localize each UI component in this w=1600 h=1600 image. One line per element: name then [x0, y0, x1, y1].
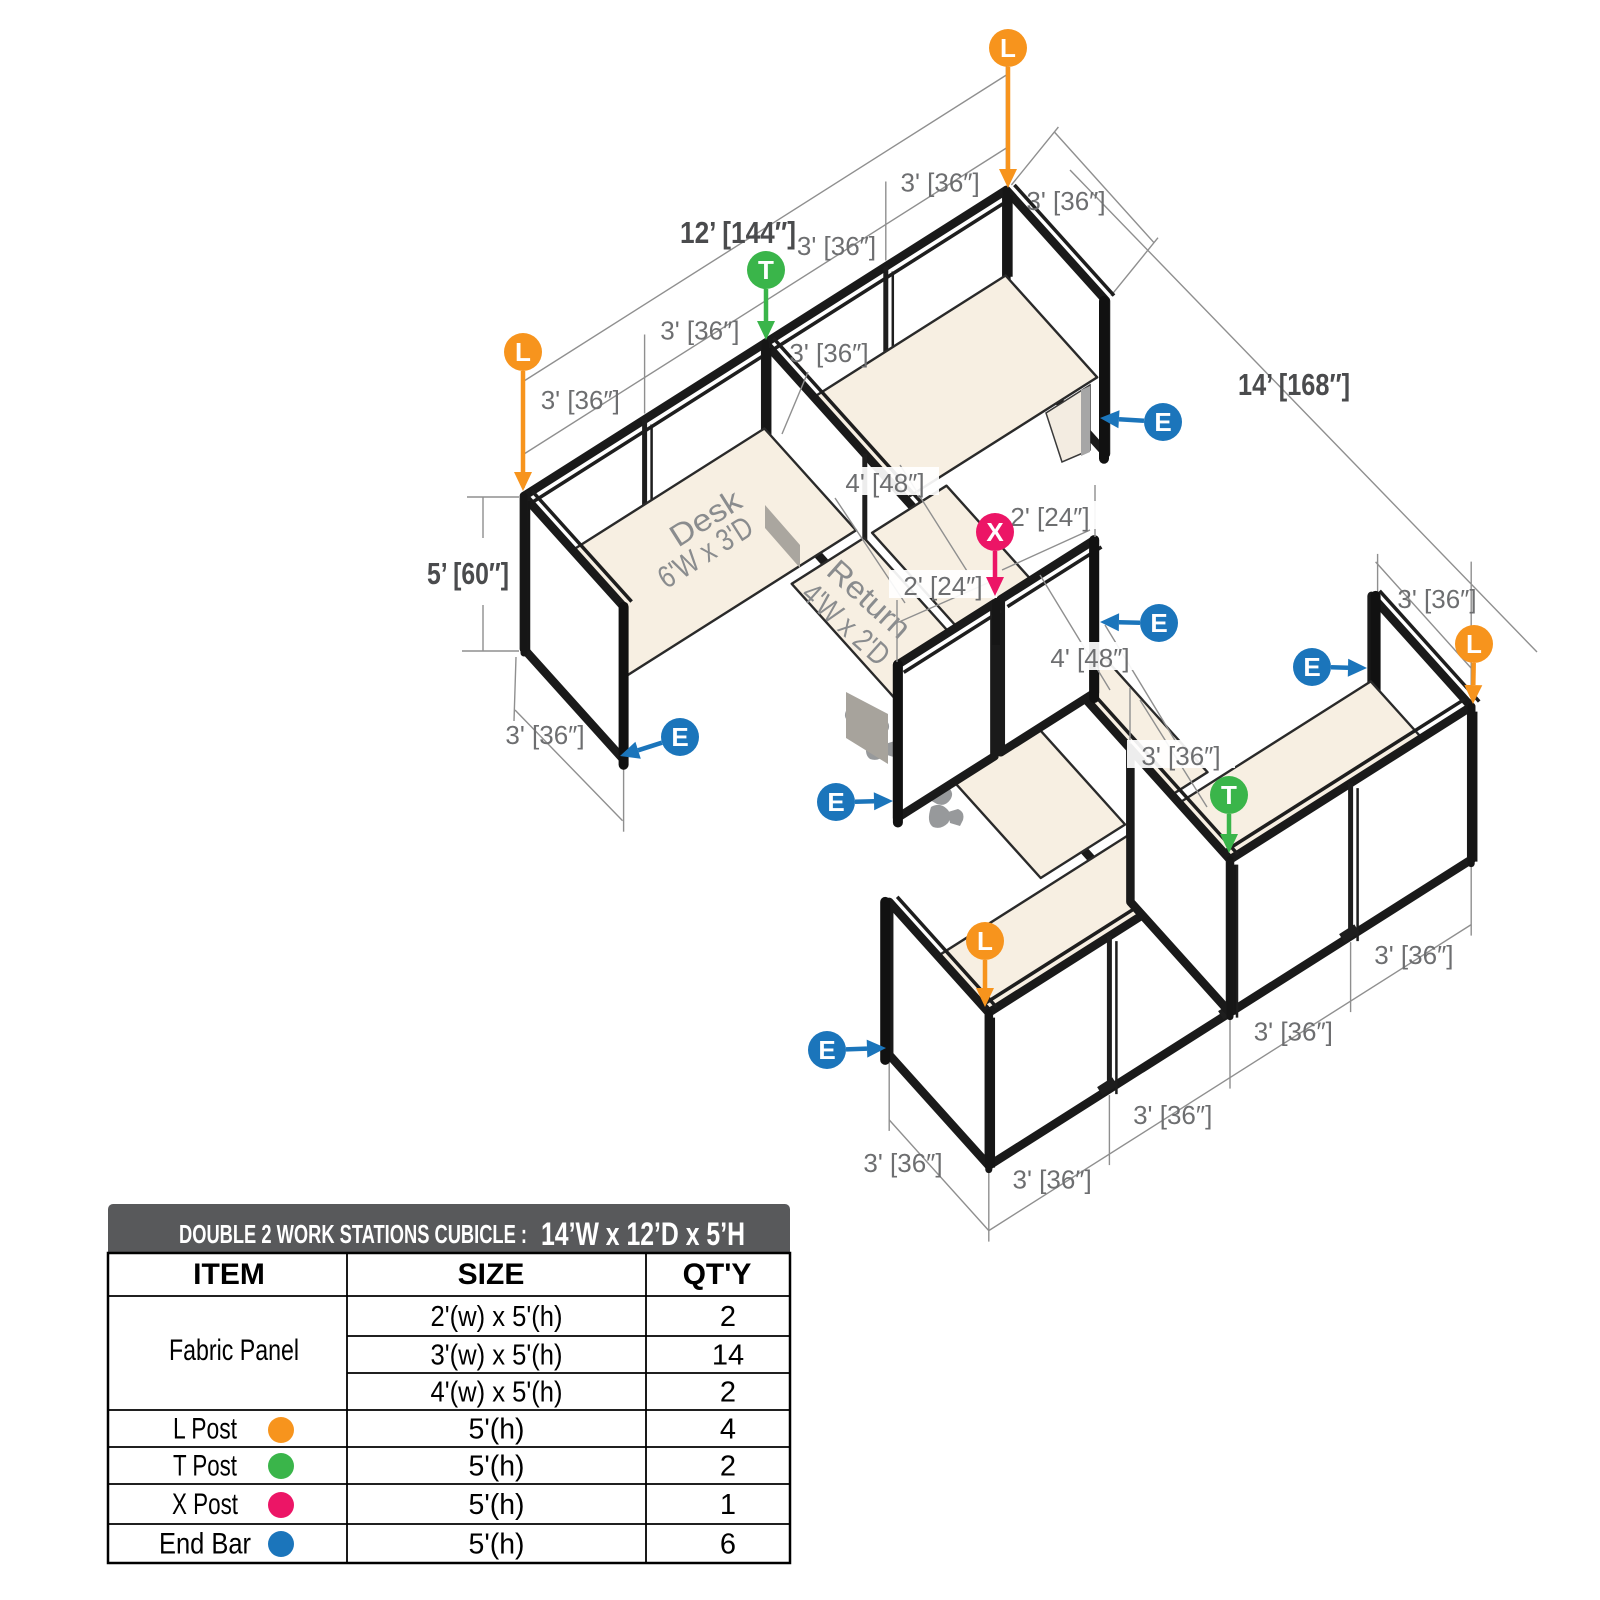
svg-text:X: X	[986, 517, 1004, 547]
svg-text:2: 2	[720, 1377, 736, 1409]
svg-text:2' [24″]: 2' [24″]	[1010, 502, 1089, 532]
svg-text:6: 6	[720, 1529, 736, 1561]
svg-text:3' [36″]: 3' [36″]	[797, 231, 876, 261]
svg-text:SIZE: SIZE	[458, 1258, 525, 1291]
svg-text:3' [36″]: 3' [36″]	[1026, 186, 1105, 216]
svg-text:2'(w) x 5'(h): 2'(w) x 5'(h)	[431, 1301, 563, 1333]
svg-text:3' [36″]: 3' [36″]	[660, 315, 739, 345]
svg-text:3' [36″]: 3' [36″]	[1397, 584, 1476, 614]
svg-text:T Post: T Post	[173, 1450, 237, 1483]
svg-text:2: 2	[720, 1451, 736, 1483]
svg-text:5’ [60″]: 5’ [60″]	[427, 556, 509, 591]
svg-text:3'(w) x 5'(h): 3'(w) x 5'(h)	[431, 1340, 563, 1372]
svg-text:3' [36″]: 3' [36″]	[505, 720, 584, 750]
svg-text:4' [48″]: 4' [48″]	[1050, 643, 1129, 673]
svg-text:3' [36″]: 3' [36″]	[1374, 940, 1453, 970]
svg-text:E: E	[818, 1035, 835, 1065]
svg-text:5'(h): 5'(h)	[469, 1451, 525, 1483]
svg-text:L Post: L Post	[173, 1413, 238, 1446]
svg-text:4' [48″]: 4' [48″]	[845, 468, 924, 498]
svg-text:12’ [144″]: 12’ [144″]	[680, 215, 796, 250]
svg-text:L: L	[977, 926, 993, 956]
svg-text:14’W x 12’D x 5’H: 14’W x 12’D x 5’H	[541, 1216, 745, 1252]
svg-text:3' [36″]: 3' [36″]	[1141, 741, 1220, 771]
svg-text:End Bar: End Bar	[159, 1528, 251, 1561]
svg-text:E: E	[1154, 407, 1171, 437]
svg-text:QT'Y: QT'Y	[683, 1258, 752, 1291]
svg-text:ITEM: ITEM	[193, 1258, 265, 1291]
svg-text:E: E	[1303, 652, 1320, 682]
svg-text:L: L	[1000, 33, 1016, 63]
svg-text:E: E	[1150, 608, 1167, 638]
svg-text:3' [36″]: 3' [36″]	[789, 338, 868, 368]
svg-text:X Post: X Post	[172, 1488, 238, 1521]
svg-text:14’ [168″]: 14’ [168″]	[1238, 367, 1350, 402]
svg-text:E: E	[671, 722, 688, 752]
svg-text:4: 4	[720, 1414, 736, 1446]
svg-text:5'(h): 5'(h)	[469, 1489, 525, 1521]
svg-text:3' [36″]: 3' [36″]	[863, 1148, 942, 1178]
svg-text:3' [36″]: 3' [36″]	[1133, 1100, 1212, 1130]
svg-text:3' [36″]: 3' [36″]	[900, 167, 979, 197]
svg-text:3' [36″]: 3' [36″]	[1254, 1016, 1333, 1046]
svg-text:L: L	[1466, 629, 1482, 659]
svg-text:2' [24″]: 2' [24″]	[903, 571, 982, 601]
svg-text:DOUBLE 2 WORK STATIONS CUBICL: DOUBLE 2 WORK STATIONS CUBICLE :	[179, 1219, 527, 1249]
svg-text:T: T	[758, 255, 774, 285]
svg-text:3' [36″]: 3' [36″]	[1012, 1164, 1091, 1194]
svg-text:4'(w) x 5'(h): 4'(w) x 5'(h)	[431, 1377, 563, 1409]
svg-text:Fabric Panel: Fabric Panel	[169, 1334, 299, 1367]
svg-text:14: 14	[712, 1340, 744, 1372]
svg-text:E: E	[827, 787, 844, 817]
svg-text:2: 2	[720, 1301, 736, 1333]
svg-text:1: 1	[720, 1489, 736, 1521]
svg-text:L: L	[515, 337, 531, 367]
svg-text:T: T	[1221, 780, 1237, 810]
svg-text:5'(h): 5'(h)	[469, 1414, 525, 1446]
svg-text:5'(h): 5'(h)	[469, 1529, 525, 1561]
svg-text:3' [36″]: 3' [36″]	[541, 385, 620, 415]
